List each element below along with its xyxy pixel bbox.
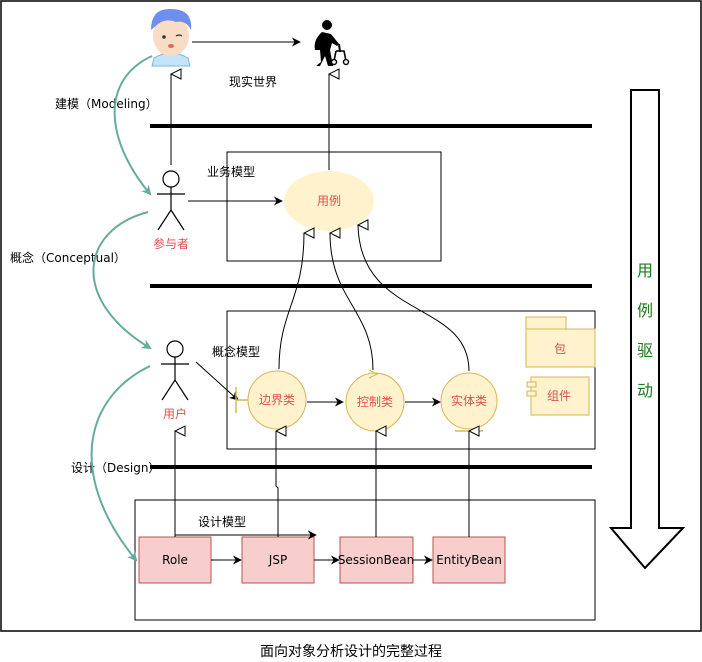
teal-arrow-modeling — [113, 55, 153, 196]
label-design: 设计（Design） — [71, 461, 160, 475]
boundary-label: 边界类 — [259, 393, 295, 407]
teal-arrow-design — [90, 365, 151, 562]
label-conceptual: 概念（Conceptual） — [10, 250, 126, 265]
class-role-label: Role — [162, 553, 188, 567]
figure-caption: 面向对象分析设计的完整过程 — [260, 644, 442, 660]
outer-frame — [0, 0, 702, 632]
gen-entity-to-usecase — [358, 225, 470, 372]
use-case-ellipse — [284, 171, 374, 231]
class-jsp — [241, 536, 315, 584]
arrow-text-2: 例 — [637, 301, 653, 320]
actor-user-label: 用户 — [163, 406, 187, 421]
elderly-person-icon — [314, 20, 350, 66]
business-model-frame — [226, 151, 442, 262]
smiling-boy-icon — [151, 8, 192, 67]
arrow-text-3: 驱 — [637, 341, 653, 360]
concept-model-frame — [226, 310, 596, 450]
label-business-model: 业务模型 — [207, 164, 255, 179]
package-shape — [525, 316, 596, 368]
use-case-driven-arrow — [608, 89, 686, 570]
gen-jsp-to-boundary — [276, 431, 278, 537]
arrow-text-1: 用 — [637, 261, 653, 280]
class-entity-bean-label: EntityBean — [436, 553, 502, 567]
class-session-bean — [339, 536, 414, 584]
component-shape — [526, 376, 590, 416]
label-design-model: 设计模型 — [198, 515, 246, 529]
use-case-label: 用例 — [317, 194, 341, 208]
gen-control-to-usecase — [330, 233, 374, 371]
arrow-text-4: 动 — [637, 381, 653, 400]
class-session-bean-label: SessionBean — [338, 553, 414, 567]
component-label: 组件 — [547, 389, 571, 403]
entity-label: 实体类 — [451, 393, 487, 408]
package-label: 包 — [554, 342, 566, 356]
class-entity-bean — [432, 536, 506, 584]
label-modeling: 建模（Modeling） — [55, 97, 158, 111]
class-jsp-label: JSP — [268, 553, 287, 567]
control-label: 控制类 — [357, 395, 393, 409]
arrow-user-to-boundary — [195, 361, 239, 401]
label-real-world: 现实世界 — [229, 74, 277, 89]
gen-boundary-to-usecase — [278, 233, 304, 370]
teal-arrow-conceptual — [92, 211, 152, 350]
actor-participant-label: 参与者 — [153, 236, 189, 251]
label-concept-model: 概念模型 — [212, 344, 260, 359]
stick-figure-icon — [161, 340, 189, 401]
stick-figure-icon — [157, 170, 185, 231]
